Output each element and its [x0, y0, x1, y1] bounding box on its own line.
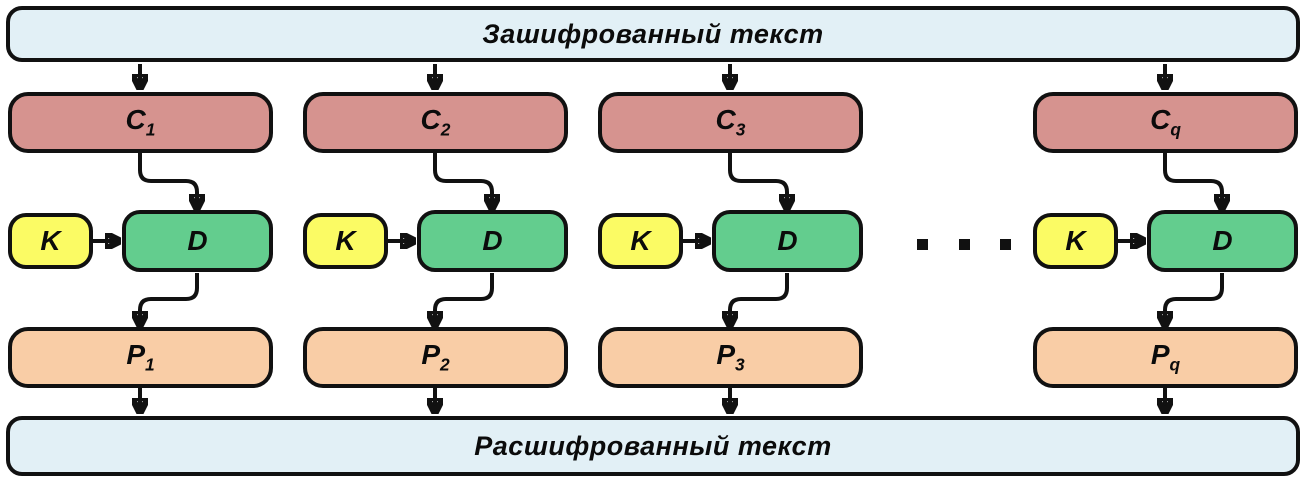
encrypted-text-label: Зашифрованный текст [482, 18, 824, 49]
key-block-1: K [8, 213, 93, 269]
decrypt-block-3: D [712, 210, 863, 272]
plain-block-p3: P3 [598, 327, 863, 388]
plain-block-p2-label: P2 [421, 339, 450, 375]
cipher-block-cq: Cq [1033, 92, 1298, 153]
key-block-q-label: K [1065, 225, 1086, 256]
cipher-block-c2: C2 [303, 92, 568, 153]
cipher-block-cq-label: Cq [1150, 104, 1181, 140]
plain-block-p3-label: P3 [716, 339, 745, 375]
cipher-block-c2-label: C2 [420, 104, 451, 140]
decrypt-block-2: D [417, 210, 568, 272]
key-block-q: K [1033, 213, 1118, 269]
decrypt-block-2-label: D [482, 225, 503, 256]
key-block-2: K [303, 213, 388, 269]
decrypted-text-bar: Расшифрованный текст [6, 416, 1300, 476]
decrypt-block-1: D [122, 210, 273, 272]
decrypt-block-1-label: D [187, 225, 208, 256]
plain-block-p1-label: P1 [126, 339, 155, 375]
key-block-1-label: K [40, 225, 61, 256]
plain-block-pq-label: Pq [1150, 339, 1181, 375]
encrypted-text-bar: Зашифрованный текст [6, 6, 1300, 62]
key-block-3-label: K [630, 225, 651, 256]
plain-block-p2: P2 [303, 327, 568, 388]
key-block-3: K [598, 213, 683, 269]
decrypt-block-q-label: D [1212, 225, 1233, 256]
ellipsis-icon [917, 238, 1011, 250]
key-block-2-label: K [335, 225, 356, 256]
ellipsis-dot [958, 238, 970, 250]
ellipsis-dot [1000, 238, 1011, 250]
decrypt-block-q: D [1147, 210, 1298, 272]
plain-block-p1: P1 [8, 327, 273, 388]
cipher-block-c3-label: C3 [715, 104, 746, 140]
ellipsis-dot [917, 238, 928, 250]
cipher-block-c3: C3 [598, 92, 863, 153]
cipher-block-c1: C1 [8, 92, 273, 153]
decrypt-block-3-label: D [777, 225, 798, 256]
cipher-block-c1-label: C1 [125, 104, 156, 140]
plain-block-pq: Pq [1033, 327, 1298, 388]
decrypted-text-label: Расшифрованный текст [474, 430, 832, 461]
